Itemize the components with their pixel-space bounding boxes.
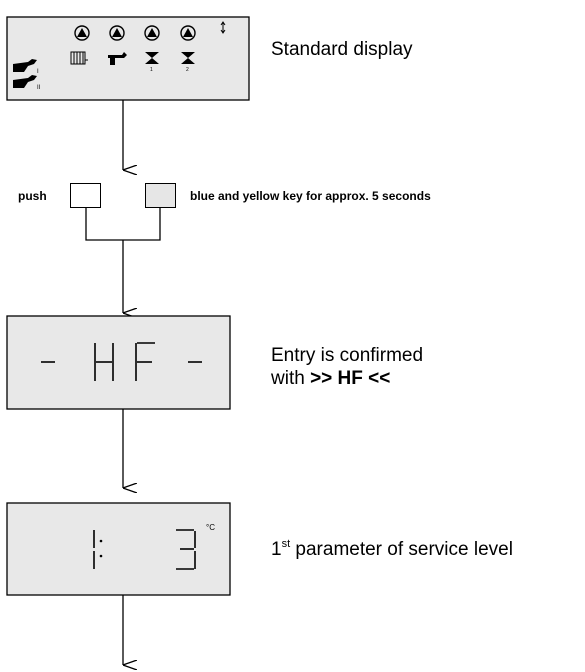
svg-text:II: II (37, 85, 41, 91)
key-connector (85, 207, 161, 313)
svg-text:2: 2 (186, 67, 189, 73)
key-instruction: blue and yellow key for approx. 5 second… (190, 189, 431, 203)
hf-caption-code: >> HF << (310, 368, 391, 389)
tap-icon (108, 52, 127, 65)
hand-icon: II (13, 75, 41, 91)
pump-icon (74, 25, 90, 41)
fan-icon: 1 (145, 52, 159, 73)
hand-icon: I (13, 59, 39, 75)
parameter-display-panel (6, 502, 231, 596)
radiator-icon (70, 51, 88, 65)
svg-text:I: I (37, 69, 39, 75)
up-down-arrow-icon (220, 21, 226, 34)
pump-icon (144, 25, 160, 41)
param-caption-text: parameter of service level (290, 539, 513, 560)
param-ordinal-number: 1 (271, 539, 282, 560)
pump-icon (180, 25, 196, 41)
standard-display-panel: 1 2 I II (6, 16, 250, 101)
param-ordinal-suffix: st (281, 538, 291, 550)
hf-display-panel (6, 315, 231, 410)
hf-caption-line1: Entry is confirmed (271, 345, 424, 366)
standard-display-label: Standard display (271, 39, 413, 60)
hf-caption-prefix: with (271, 368, 311, 389)
hf-caption-line2: with >> HF << (271, 368, 390, 390)
pump-icon (109, 25, 125, 41)
lcd-text (93, 529, 196, 570)
lcd-unit: °C (206, 523, 215, 532)
fan-icon: 2 (181, 52, 195, 73)
yellow-key[interactable] (145, 183, 176, 208)
push-label: push (18, 189, 47, 203)
svg-text:1: 1 (150, 67, 153, 73)
blue-key[interactable] (70, 183, 101, 208)
param-caption: 1st parameter of service level (271, 539, 513, 561)
lcd-text (41, 342, 202, 381)
